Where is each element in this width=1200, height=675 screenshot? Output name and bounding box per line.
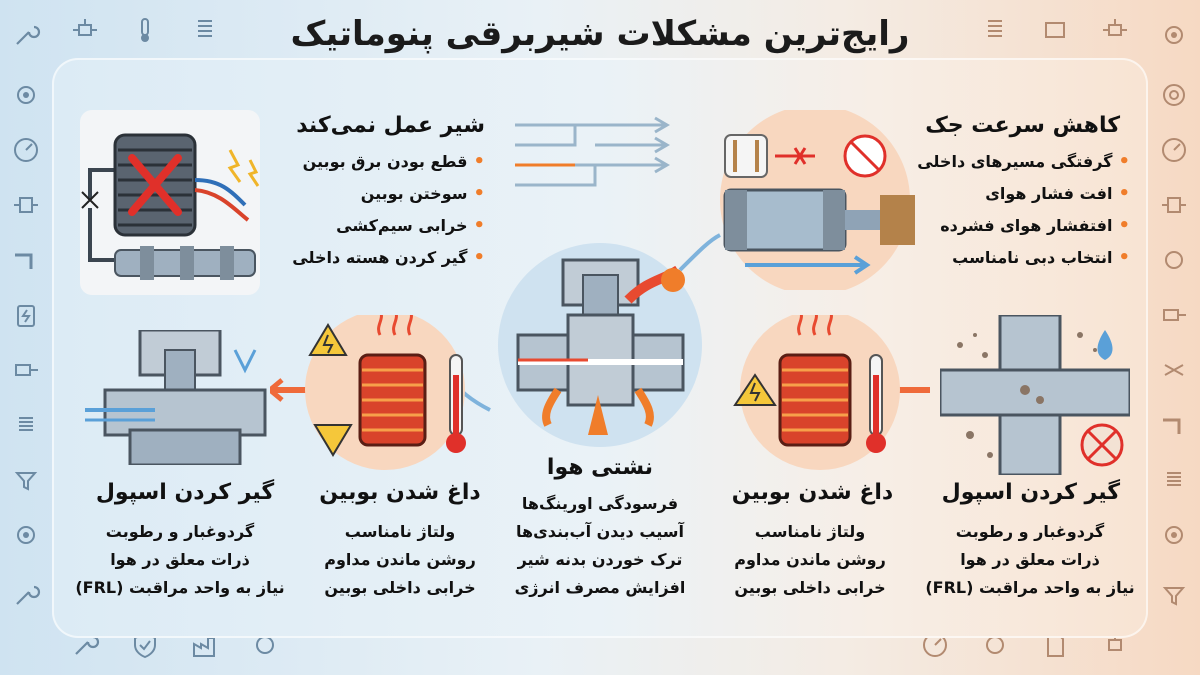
list-item: ولتاژ نامناسب [754, 522, 866, 541]
gear-icon [17, 526, 35, 544]
gear-icon [1163, 84, 1185, 106]
air-leak-lines: فرسودگی اورینگ‌ها آسیب دیدن آب‌بندی‌ها ت… [490, 490, 710, 602]
list-item: روشن ماندن مداوم [734, 550, 886, 569]
valve-icon [1164, 364, 1184, 376]
list-item: •خرابی سیم‌کشی [336, 215, 485, 236]
valve-icon [73, 19, 97, 36]
valve-icon [1103, 19, 1127, 36]
pipe-icon [15, 253, 33, 269]
list-item: گردوغبار و رطوبت [105, 522, 255, 541]
coil-heat-right-lines: ولتاژ نامناسب روشن ماندن مداوم خرابی داخ… [710, 518, 910, 602]
slow-cylinder-illustration [720, 110, 915, 290]
filter-icon [1162, 587, 1186, 606]
list-item: ذرات معلق در هوا [110, 550, 250, 569]
leaking-valve-illustration [498, 243, 702, 447]
list-item: ترک خوردن بدنه شیر [517, 550, 683, 569]
left-icon-border [0, 0, 52, 675]
section-title-air-leak: نشتی هوا [546, 455, 654, 480]
list-item: •گیر کردن هسته داخلی [292, 247, 485, 268]
list-item: ولتاژ نامناسب [344, 522, 456, 541]
cylinder-icon [15, 364, 38, 376]
list-item: فرسودگی اورینگ‌ها [521, 494, 679, 513]
stuck-spool-illustration-right [940, 315, 1130, 475]
list-item: •قطع بودن برق بوبین [302, 151, 485, 172]
coil-icon [1167, 472, 1181, 486]
gear-icon [1165, 26, 1183, 44]
list-item: •سوختن بوبین [360, 183, 485, 204]
section-title-valve-not-working: شیر عمل نمی‌کند [296, 113, 485, 138]
list-item: خرابی داخلی بوبین [324, 578, 476, 597]
pipe-icon [1163, 418, 1181, 434]
list-item: •گرفتگی مسیرهای داخلی [917, 151, 1130, 172]
gear-icon [17, 86, 35, 104]
coil-icon [19, 417, 33, 431]
gauge-icon [1162, 138, 1186, 162]
filter-icon [14, 472, 38, 491]
list-item: •افت فشار هوای [985, 183, 1130, 204]
section-title-slow-cylinder: کاهش سرعت جک [925, 113, 1120, 138]
stuck-spool-illustration-left [85, 330, 267, 465]
slow-cylinder-list: •گرفتگی مسیرهای داخلی •افت فشار هوای •اف… [917, 146, 1130, 274]
wrench-icon [16, 25, 41, 45]
factory-icon [193, 637, 215, 657]
list-item: •افتفشار هوای فشرده [940, 215, 1130, 236]
top-right-icon-row [980, 4, 1130, 56]
list-item: نیاز به واحد مراقبت (FRL) [925, 578, 1135, 597]
right-icon-border [1148, 0, 1200, 675]
spool-stuck-right-lines: گردوغبار و رطوبت ذرات معلق در هوا نیاز ب… [920, 518, 1140, 602]
thermometer-icon [141, 18, 149, 42]
gear-icon [1165, 251, 1183, 269]
list-item: آسیب دیدن آب‌بندی‌ها [515, 522, 685, 541]
list-item: نیاز به واحد مراقبت (FRL) [75, 578, 285, 597]
coil-icon [988, 20, 1002, 37]
hot-coil-illustration-left [305, 315, 466, 470]
coil-heat-left-lines: ولتاژ نامناسب روشن ماندن مداوم خرابی داخ… [300, 518, 500, 602]
battery-icon [17, 305, 35, 327]
spool-stuck-left-lines: گردوغبار و رطوبت ذرات معلق در هوا نیاز ب… [70, 518, 290, 602]
gauge-icon [14, 138, 38, 162]
list-item: گردوغبار و رطوبت [955, 522, 1105, 541]
valve-icon [14, 197, 38, 213]
valve-not-working-list: •قطع بودن برق بوبین •سوختن بوبین •خرابی … [292, 146, 485, 274]
coil-icon [198, 20, 212, 37]
list-item: •انتخاب دبی نامناسب [952, 247, 1130, 268]
top-left-icon-row [70, 4, 220, 56]
section-title-coil-heat-right: داغ شدن بوبین [731, 480, 894, 505]
list-item: ذرات معلق در هوا [960, 550, 1100, 569]
cylinder-icon [1163, 309, 1186, 321]
wrench-icon [16, 585, 41, 605]
valve-icon [1162, 197, 1186, 213]
shield-check-icon [134, 632, 156, 659]
list-item: روشن ماندن مداوم [324, 550, 476, 569]
section-title-coil-heat-left: داغ شدن بوبین [319, 480, 481, 505]
section-title-spool-stuck-right: گیر کردن اسپول [941, 480, 1120, 505]
burnt-coil-illustration [80, 110, 260, 295]
section-title-spool-stuck-left: گیر کردن اسپول [95, 480, 275, 505]
cylinder-icon [1045, 22, 1065, 38]
list-item: افزایش مصرف انرژی [514, 578, 686, 597]
air-flow-arrows [515, 116, 670, 187]
page-title: رایج‌ترین مشکلات شیربرقی پنوماتیک [290, 14, 910, 54]
list-item: خرابی داخلی بوبین [734, 578, 886, 597]
hot-coil-illustration-right [733, 315, 900, 470]
gear-icon [1165, 526, 1183, 544]
